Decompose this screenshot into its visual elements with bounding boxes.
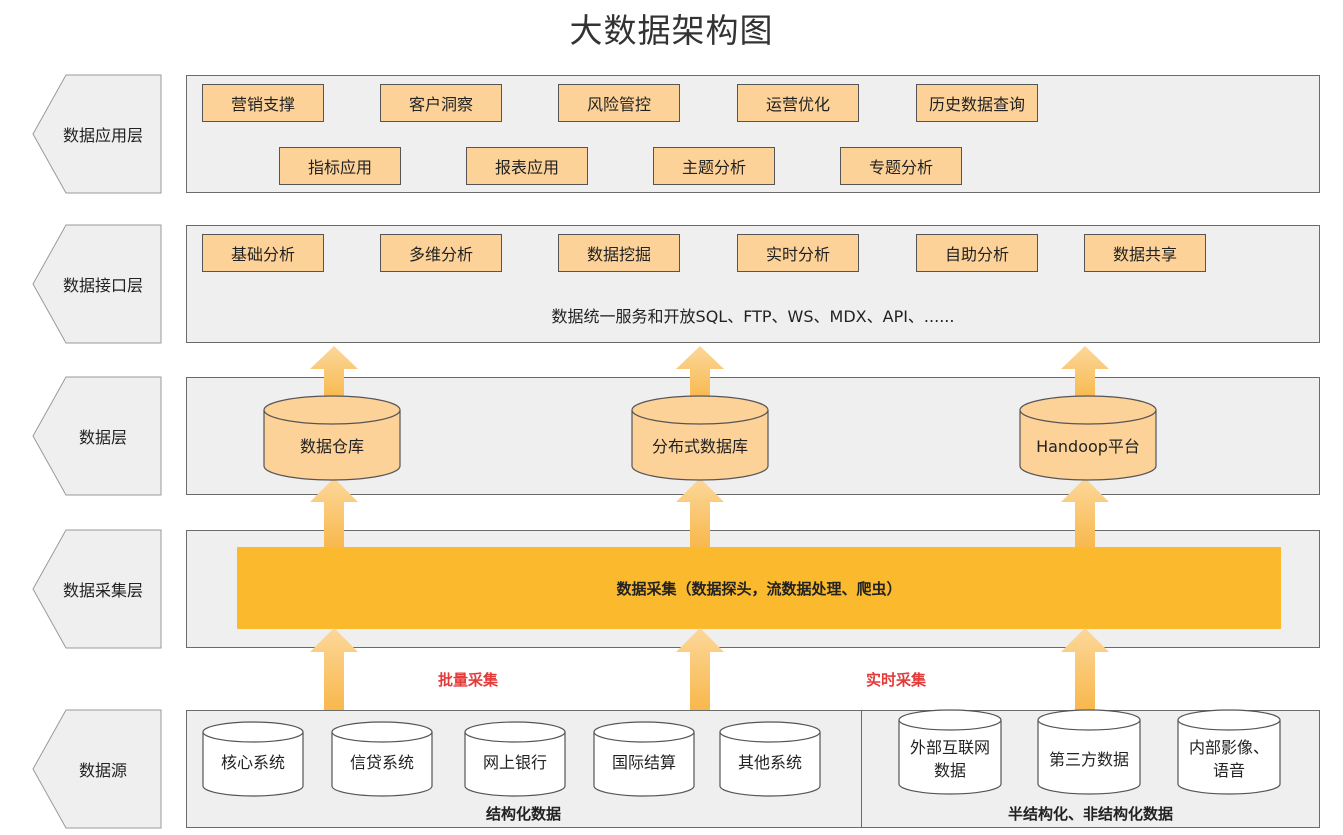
- layer-label-collection: 数据采集层: [33, 530, 161, 648]
- app-box: 指标应用: [279, 147, 401, 185]
- app-box: 专题分析: [840, 147, 962, 185]
- data-store-label: Handoop平台: [1036, 436, 1140, 456]
- source-label: 第三方数据: [1048, 749, 1129, 769]
- layer-label-application-text: 数据应用层: [62, 126, 143, 145]
- source-divider: [861, 710, 862, 828]
- batch-collection-label: 批量采集: [438, 671, 499, 689]
- interface-box: 实时分析: [737, 234, 859, 272]
- source-label: 外部互联网数据: [909, 738, 990, 780]
- interface-box: 自助分析: [916, 234, 1038, 272]
- app-box: 报表应用: [466, 147, 588, 185]
- collection-bar-text: 数据采集（数据探头，流数据处理、爬虫）: [616, 579, 902, 598]
- app-box: 主题分析: [653, 147, 775, 185]
- app-box: 客户洞察: [380, 84, 502, 122]
- layer-label-interface: 数据接口层: [33, 225, 161, 343]
- collection-bar: 数据采集（数据探头，流数据处理、爬虫）: [237, 547, 1281, 629]
- layer-label-source: 数据源: [33, 710, 161, 828]
- data-store-label: 分布式数据库: [651, 436, 748, 456]
- layer-label-collection-text: 数据采集层: [62, 581, 143, 600]
- layer-label-application: 数据应用层: [33, 75, 161, 193]
- layer-label-data-text: 数据层: [78, 428, 127, 447]
- source-label: 内部影像、语音: [1188, 738, 1269, 780]
- layer-label-data: 数据层: [33, 377, 161, 495]
- app-box: 营销支撑: [202, 84, 324, 122]
- unstructured-caption: 半结构化、非结构化数据: [1007, 805, 1173, 823]
- app-box: 风险管控: [558, 84, 680, 122]
- source-label: 信贷系统: [349, 752, 414, 772]
- source-label: 网上银行: [482, 752, 547, 772]
- interface-box: 数据共享: [1084, 234, 1206, 272]
- data-store-label: 数据仓库: [299, 436, 364, 456]
- interface-box: 多维分析: [380, 234, 502, 272]
- diagram-title: 大数据架构图: [569, 11, 774, 50]
- structured-caption: 结构化数据: [485, 805, 561, 823]
- interface-note: 数据统一服务和开放SQL、FTP、WS、MDX、API、......: [551, 307, 955, 326]
- layer-label-source-text: 数据源: [78, 761, 127, 780]
- app-box: 运营优化: [737, 84, 859, 122]
- layer-label-interface-text: 数据接口层: [62, 276, 143, 295]
- source-label: 核心系统: [220, 752, 285, 772]
- source-label: 其他系统: [737, 752, 802, 772]
- interface-box: 基础分析: [202, 234, 324, 272]
- realtime-collection-label: 实时采集: [866, 671, 927, 689]
- app-box: 历史数据查询: [916, 84, 1038, 122]
- source-label: 国际结算: [611, 752, 676, 772]
- interface-box: 数据挖掘: [558, 234, 680, 272]
